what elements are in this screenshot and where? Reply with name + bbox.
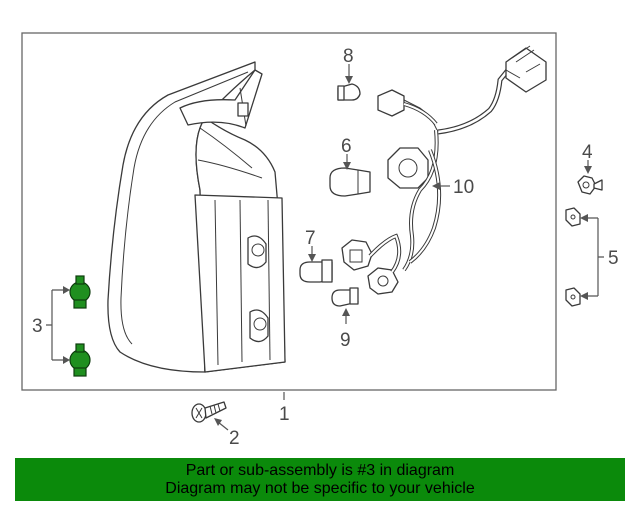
clip-part-5-lower (565, 287, 581, 307)
callout-6: 6 (341, 136, 352, 157)
bulb-part-8 (337, 83, 361, 101)
leader-6 (343, 154, 351, 170)
callout-5: 5 (608, 248, 619, 269)
screw-part-2 (191, 401, 227, 423)
tail-lamp-assembly (107, 61, 286, 373)
bulb-part-6 (329, 167, 371, 197)
leader-5 (580, 214, 604, 300)
banner-line-part: Part or sub-assembly is #3 in diagram (185, 461, 455, 479)
bulb-part-9 (331, 287, 359, 307)
clip-part-5-upper (565, 207, 581, 227)
clip-part-3-upper (69, 275, 91, 309)
diagram-frame (21, 32, 557, 391)
callout-10: 10 (453, 177, 474, 198)
banner-line-disclaimer: Diagram may not be specific to your vehi… (165, 479, 475, 497)
leader-3 (46, 286, 70, 364)
leader-8 (345, 64, 353, 84)
nut-part-4 (577, 175, 603, 195)
clip-part-3-lower (69, 343, 91, 377)
callout-3: 3 (32, 316, 43, 337)
callout-9: 9 (340, 330, 351, 351)
bulb-part-7 (299, 259, 333, 283)
callout-4: 4 (582, 142, 593, 163)
leader-4 (584, 160, 592, 174)
callout-1: 1 (279, 404, 290, 425)
callout-2: 2 (229, 428, 240, 449)
callout-8: 8 (343, 46, 354, 67)
leader-7 (308, 246, 316, 262)
leader-2 (214, 418, 229, 431)
callout-7: 7 (305, 228, 316, 249)
socket-harness-part-10 (341, 45, 547, 295)
part-info-banner: Part or sub-assembly is #3 in diagram Di… (15, 458, 625, 501)
leader-9 (342, 308, 350, 324)
leader-10 (432, 182, 450, 190)
